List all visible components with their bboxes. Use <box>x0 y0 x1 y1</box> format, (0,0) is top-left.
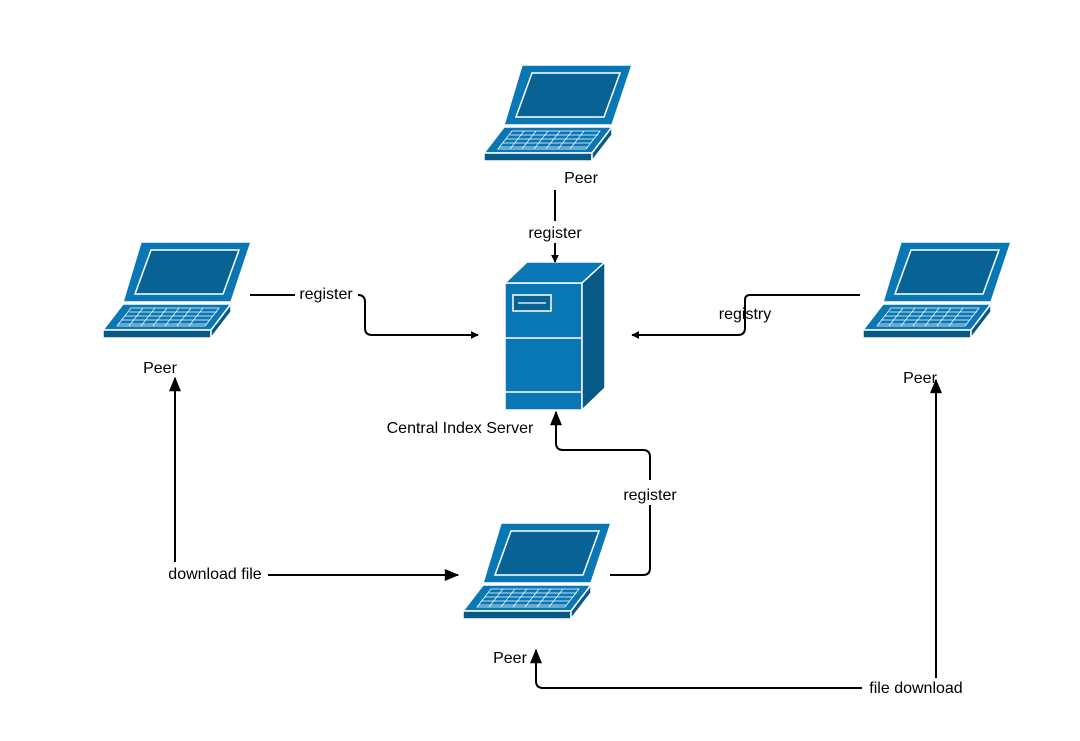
edge-label-left-register: register <box>299 286 353 303</box>
edge-label-right-registry: registry <box>719 306 771 323</box>
peer-bottom-laptop-icon <box>462 522 612 620</box>
peer-right-laptop-icon <box>862 241 1012 339</box>
peer-left-label: Peer <box>143 360 177 377</box>
edge-right-to-server <box>631 294 860 339</box>
edge-label-bottom-register: register <box>623 487 677 504</box>
edge-label-download-file: download file <box>168 566 262 583</box>
edge-right-to-bottom-left <box>530 648 862 689</box>
server-label: Central Index Server <box>387 420 534 437</box>
server-tower-icon <box>503 260 607 412</box>
edge-left-to-server <box>250 294 478 335</box>
peer-left-laptop-icon <box>102 241 252 339</box>
edge-label-file-download: file download <box>869 680 962 697</box>
peer-right-label: Peer <box>903 370 937 387</box>
peer-top-label: Peer <box>564 170 598 187</box>
peer-top-laptop-icon <box>483 64 633 162</box>
peer-bottom-label: Peer <box>493 650 527 667</box>
edge-bottom-to-server <box>556 412 651 576</box>
edge-label-top-register: register <box>528 225 582 242</box>
